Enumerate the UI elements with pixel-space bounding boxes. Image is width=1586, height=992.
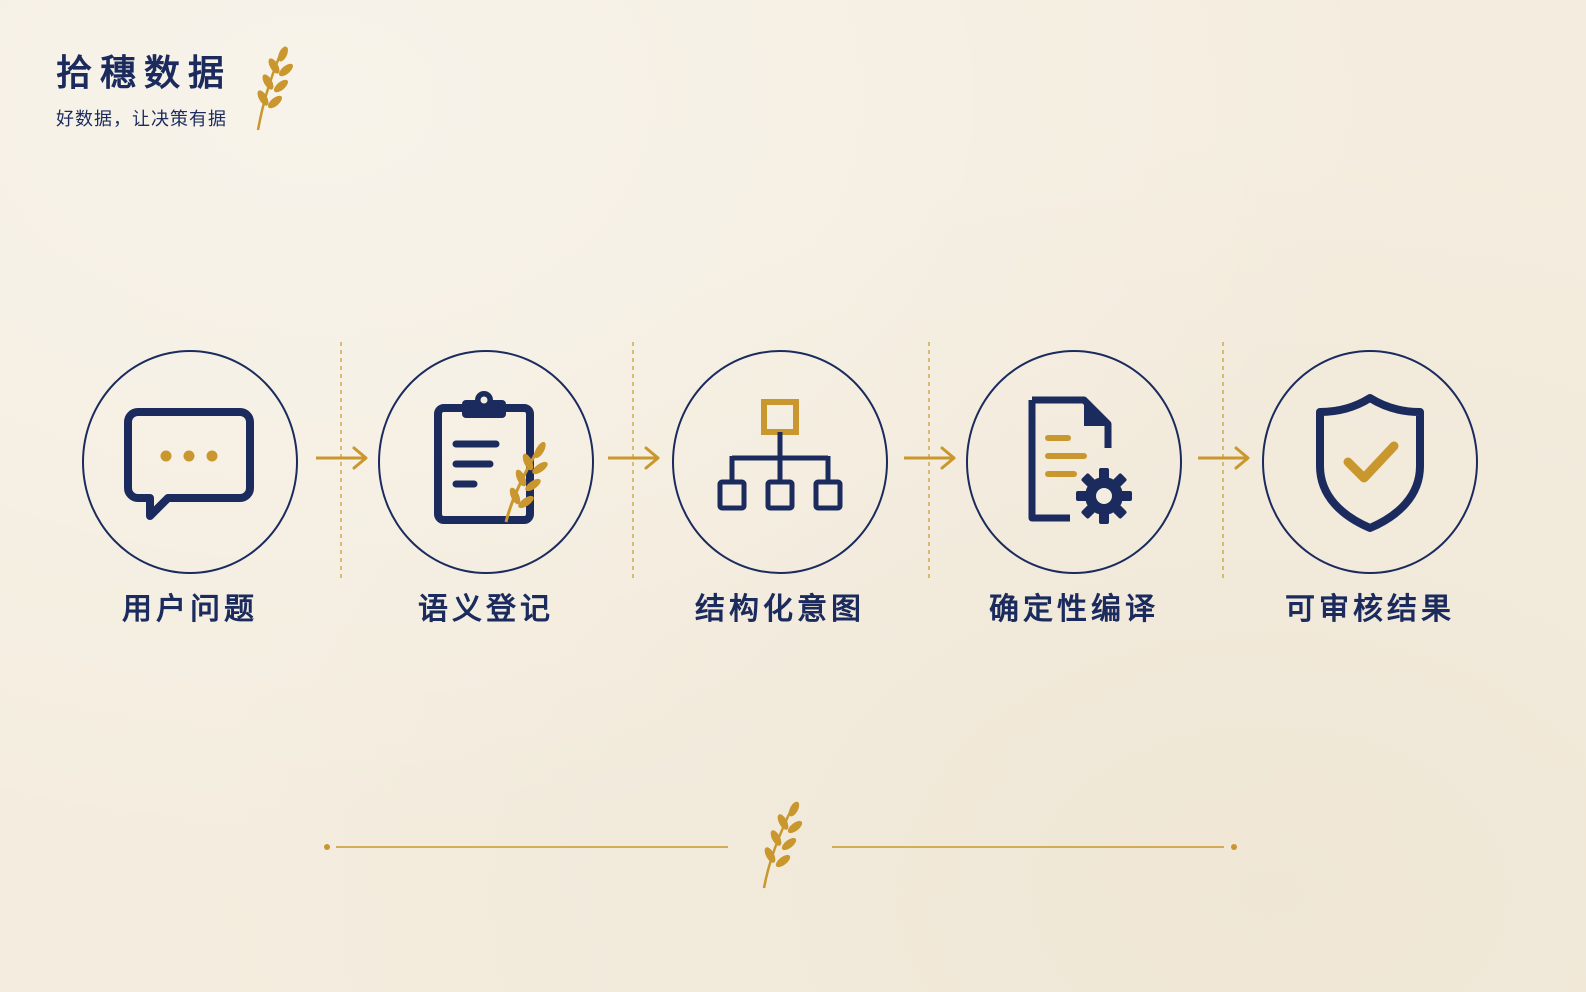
step-circle (378, 350, 594, 574)
footer-divider (324, 801, 1237, 889)
document-gear-icon (1028, 396, 1132, 524)
arrow-right-icon (316, 342, 368, 578)
wheat-icon (256, 46, 294, 131)
arrow-right-icon (608, 342, 660, 578)
step-label: 用户问题 (122, 592, 258, 627)
arrow-right-icon (1198, 342, 1250, 578)
step-circle (1262, 350, 1478, 574)
brand-tagline: 好数据，让决策有据 (56, 109, 227, 130)
step-label: 结构化意图 (695, 592, 865, 627)
step-circle (672, 350, 888, 574)
step-label: 语义登记 (418, 592, 554, 627)
step-label: 可审核结果 (1285, 592, 1455, 627)
step-label: 确定性编译 (989, 592, 1159, 627)
step-circle (82, 350, 298, 574)
wheat-icon (762, 801, 803, 889)
clipboard-wheat-icon (434, 391, 548, 524)
brand-header: 拾穗数据 好数据，让决策有据 (56, 46, 316, 142)
step-semantic-registry: 语义登记 (338, 350, 638, 650)
step-circle (966, 350, 1182, 574)
step-user-question: 用户问题 (42, 350, 342, 650)
brand-name: 拾穗数据 (56, 53, 233, 94)
arrow-right-icon (904, 342, 956, 578)
step-auditable-result: 可审核结果 (1222, 350, 1522, 650)
hierarchy-icon (717, 399, 843, 511)
step-structured-intent: 结构化意图 (632, 350, 932, 650)
step-deterministic-compile: 确定性编译 (926, 350, 1226, 650)
shield-check-icon (1316, 394, 1424, 532)
chat-bubble-icon (124, 408, 254, 520)
